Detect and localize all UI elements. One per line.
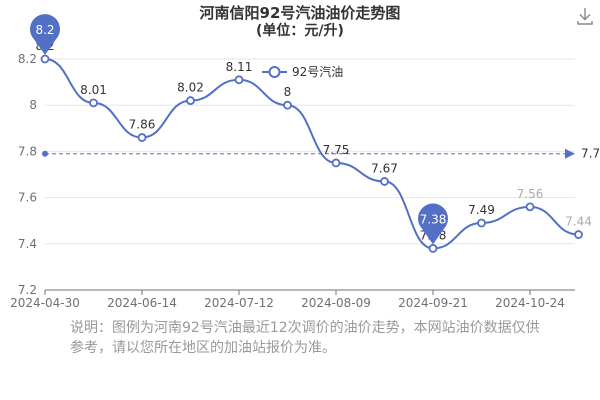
data-label: 7.49 — [468, 203, 495, 217]
data-point — [137, 133, 147, 142]
data-point — [428, 244, 438, 253]
data-point — [186, 96, 195, 105]
data-point — [40, 54, 50, 64]
data-point — [380, 177, 389, 186]
data-point — [234, 75, 244, 85]
min-marker-pin-label: 7.38 — [420, 212, 447, 226]
chart-subtitle: (单位：元/升) — [256, 23, 344, 39]
data-label: 8.01 — [80, 83, 107, 97]
x-tick-label: 2024-09-21 — [398, 296, 468, 310]
data-point — [477, 218, 486, 228]
y-tick-label: 8.2 — [18, 52, 37, 66]
max-marker-pin — [30, 14, 60, 55]
data-label: 7.75 — [323, 143, 350, 157]
data-point — [89, 98, 98, 108]
x-tick-label: 2024-04-30 — [10, 296, 80, 310]
legend-marker — [268, 66, 281, 78]
disclaimer-note: 说明：图例为河南92号汽油最近12次调价的油价走势，本网站油价数据仅供参考，请以… — [70, 320, 540, 356]
y-tick-label: 7.4 — [18, 237, 37, 251]
data-point — [525, 202, 535, 212]
chart-title: 河南信阳92号汽油油价走势图 — [199, 4, 401, 22]
y-tick-label: 8 — [29, 98, 37, 112]
y-tick-label: 7.6 — [18, 191, 37, 205]
x-tick-label: 2024-10-24 — [495, 296, 565, 310]
download-button[interactable] — [574, 5, 596, 27]
download-icon — [577, 8, 593, 25]
y-tick-label: 7.2 — [18, 283, 37, 297]
x-tick-label: 2024-08-09 — [301, 296, 371, 310]
data-label: 7.67 — [371, 161, 398, 175]
average-line-start-dot — [42, 150, 48, 157]
data-point — [283, 100, 292, 110]
min-marker-pin — [418, 203, 448, 245]
max-marker-pin-label: 8.2 — [35, 23, 54, 37]
x-tick-label: 2024-06-14 — [107, 296, 177, 310]
average-label: 7.79 — [581, 147, 600, 161]
data-label: 8.11 — [226, 60, 253, 74]
legend-label: 92号汽油 — [292, 64, 343, 79]
average-line-arrow — [565, 148, 575, 159]
data-label: 7.44 — [565, 215, 592, 229]
data-label: 7.86 — [129, 118, 156, 132]
data-point — [574, 230, 583, 239]
data-label: 8 — [284, 85, 292, 99]
x-tick-label: 2024-07-12 — [204, 296, 274, 310]
data-point — [331, 158, 341, 168]
data-label: 7.56 — [517, 187, 544, 201]
data-label: 8.02 — [177, 81, 204, 95]
y-tick-label: 7.8 — [18, 144, 37, 158]
